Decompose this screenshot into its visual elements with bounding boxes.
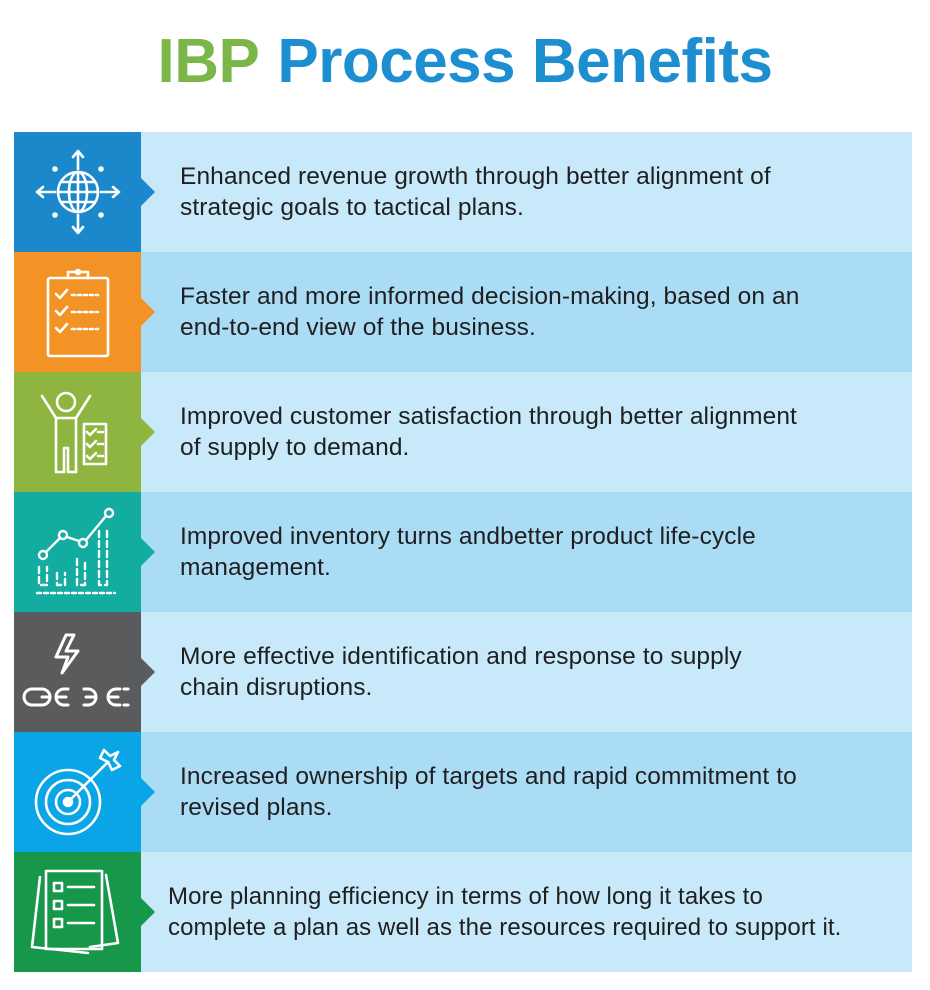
benefit-row-ownership-targets: Increased ownership of targets and rapid… — [14, 732, 912, 852]
growth-chart-icon — [35, 507, 116, 595]
title-ibp: IBP — [157, 27, 260, 96]
benefit-line-2: chain disruptions. — [180, 674, 373, 701]
row-pointer — [141, 778, 155, 806]
happy-person-checklist-icon — [40, 391, 107, 474]
benefit-line-2: strategic goals to tactical plans. — [180, 194, 524, 221]
row-pointer — [141, 178, 155, 206]
benefit-line-1: More effective identification and respon… — [180, 643, 742, 670]
benefit-line-2: end-to-end view of the business. — [180, 314, 536, 341]
benefit-row-revenue-growth: Enhanced revenue growth through better a… — [14, 132, 912, 252]
benefit-text-area: Improved customer satisfaction through b… — [141, 372, 912, 492]
benefit-line-1: Faster and more informed decision-making… — [180, 283, 800, 310]
benefit-row-inventory-turns: Improved inventory turns andbetter produ… — [14, 492, 912, 612]
title-process-benefits: Process Benefits — [277, 27, 773, 96]
benefit-line-2: of supply to demand. — [180, 434, 410, 461]
benefit-row-planning-efficiency: More planning efficiency in terms of how… — [14, 852, 912, 972]
benefit-icon-tile — [14, 852, 155, 972]
benefit-line-1: More planning efficiency in terms of how… — [168, 883, 763, 910]
benefit-icon-tile — [14, 132, 155, 252]
benefit-row-supply-disruptions: More effective identification and respon… — [14, 612, 912, 732]
benefit-icon-tile — [14, 612, 155, 732]
benefit-text-area: Improved inventory turns andbetter produ… — [141, 492, 912, 612]
benefit-row-decision-making: Faster and more informed decision-making… — [14, 252, 912, 372]
globe-arrows-icon — [35, 149, 120, 235]
benefit-text: More planning efficiency in terms of how… — [168, 881, 841, 943]
benefit-text-area: Increased ownership of targets and rapid… — [141, 732, 912, 852]
benefit-text-area: Faster and more informed decision-making… — [141, 252, 912, 372]
documents-list-icon — [30, 869, 119, 955]
benefit-icon-tile — [14, 492, 155, 612]
benefit-text: Increased ownership of targets and rapid… — [180, 761, 797, 823]
benefit-text: Faster and more informed decision-making… — [180, 281, 800, 343]
benefit-row-customer-satisfaction: Improved customer satisfaction through b… — [14, 372, 912, 492]
benefit-text: Improved inventory turns andbetter produ… — [180, 521, 756, 583]
benefit-line-2: management. — [180, 554, 331, 581]
row-pointer — [141, 538, 155, 566]
benefit-line-1: Improved inventory turns andbetter produ… — [180, 523, 756, 550]
benefit-line-1: Improved customer satisfaction through b… — [180, 403, 797, 430]
row-pointer — [141, 658, 155, 686]
benefit-text-area: Enhanced revenue growth through better a… — [141, 132, 912, 252]
benefit-text-area: More planning efficiency in terms of how… — [141, 852, 912, 972]
benefit-icon-tile — [14, 372, 155, 492]
benefit-text: More effective identification and respon… — [180, 641, 742, 703]
target-arrow-icon — [34, 748, 121, 836]
benefit-text-area: More effective identification and respon… — [141, 612, 912, 732]
row-pointer — [141, 298, 155, 326]
benefit-line-1: Increased ownership of targets and rapid… — [180, 763, 797, 790]
benefit-line-2: revised plans. — [180, 794, 333, 821]
row-pointer — [141, 418, 155, 446]
checklist-clipboard-icon — [46, 268, 109, 358]
benefit-line-1: Enhanced revenue growth through better a… — [180, 163, 771, 190]
benefits-list: Enhanced revenue growth through better a… — [14, 132, 912, 972]
benefit-text: Enhanced revenue growth through better a… — [180, 161, 771, 223]
benefit-line-2: complete a plan as well as the resources… — [168, 914, 842, 941]
row-pointer — [141, 898, 155, 926]
broken-chain-icon — [22, 633, 129, 707]
benefit-icon-tile — [14, 252, 155, 372]
benefit-icon-tile — [14, 732, 155, 852]
benefit-text: Improved customer satisfaction through b… — [180, 401, 797, 463]
